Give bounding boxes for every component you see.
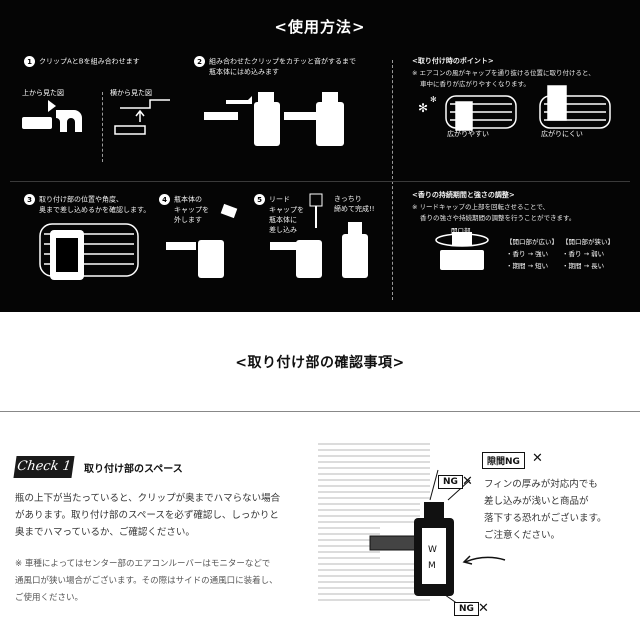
ng-x-icon: ✕ [478,601,489,616]
open-label: 開口部 [451,227,471,235]
step-text: クリップAとBを組み合わせます [39,57,140,66]
ng-bottom-label: NG [454,602,479,616]
bottle-icon [50,230,84,280]
warning-line: 落下する恐れがございます。 [484,513,607,524]
view-top-label: 上から見た図 [22,89,64,97]
svg-text:M: M [428,561,436,571]
clip-top-view-icon [22,100,82,132]
arrow-icon [462,555,506,565]
points-note: 車中に香りが広がりやすくなります。 [420,80,530,88]
vent-good-icon [445,95,517,131]
divider [10,181,630,182]
svg-text:✻: ✻ [430,95,437,104]
step-text: 瓶本体に [269,216,297,224]
step-text: 差し込み [269,226,297,234]
narrow-head: 【開口部が狭い】 [562,238,614,246]
note-line: 通風口が狭い場合がございます。その際はサイドの通風口に装着し、 [15,576,278,586]
good-label: 広がりやすい [447,130,489,138]
warning-line: ご注意ください。 [484,530,561,541]
step-text: 取り付け部の位置や角度、 [39,195,123,204]
warning-line: フィンの厚みが対応内でも [484,479,598,490]
step-text: 締めて完成!! [334,205,375,213]
step-number: 5 [254,194,265,205]
cap-remove-icon [166,203,238,278]
step-2: 2 組み合わせたクリップをカチッと音がするまで 瓶本体にはめ込みます [194,56,356,77]
ng-gap-label: 隙間NG [482,452,525,469]
step-text: 瓶本体にはめ込みます [209,68,279,76]
narrow-row: ・香り → 弱い [562,250,605,258]
description-line: 瓶の上下が当たっていると、クリップが奥までハマらない場合 [15,493,281,504]
ng-label: NG [438,475,463,489]
wide-row: ・期間 → 短い [506,262,549,270]
usage-illustrations: ✻✻ [22,85,611,280]
step-text: 瓶本体の [174,195,202,204]
step-text: 外します [174,216,202,224]
step-3: 3 取り付け部の位置や角度、 奥まで差し込めるかを確認します。 [24,194,150,215]
vent-bad-icon [539,85,611,129]
bad-label: 広がりにくい [541,130,583,138]
step-number: 1 [24,56,35,67]
divider [0,411,640,412]
step-text: リード [269,195,290,204]
step-number: 4 [159,194,170,205]
check-badge: Check 1 [13,456,75,478]
step-text: きっちり [334,195,362,203]
step-5: 5 リード キャップを 瓶本体に 差し込み [254,194,304,235]
description-line: があります。取り付け部のスペースを必ず確認し、しっかりと [15,510,279,521]
step-1: 1 クリップAとBを組み合わせます [24,56,140,67]
check-subtitle: 取り付け部のスペース [84,464,183,475]
duration-note: 香りの強さや持続期間の調整を行うことができます。 [420,214,576,222]
step-text: 組み合わせたクリップをカチッと音がするまで [209,57,356,66]
narrow-column: 【開口部が狭い】 ・香り → 弱い ・期間 → 長い [562,236,614,272]
note-line: ※ 車種によってはセンター部のエアコンルーバーはモニターなどで [15,559,271,569]
ng-x-icon: ✕ [462,474,473,489]
pointer-lines [429,469,471,605]
warning-text: フィンの厚みが対応内でも 差し込みが浅いと商品が 落下する恐れがございます。 ご… [484,476,634,544]
finished-bottle-icon [342,222,368,278]
points-title: <取り付け時のポイント> [412,57,494,65]
reed-cap-icon [270,193,323,278]
svg-text:✻: ✻ [418,101,428,115]
step-text: キャップを [174,206,209,214]
points-note: ※ エアコンの風がキャップを通り抜ける位置に取り付けると、 [412,69,595,77]
vent-louver-icon [318,443,430,601]
check-note: ※ 車種によってはセンター部のエアコンルーバーはモニターなどで 通風口が狭い場合… [15,556,315,607]
duration-note: ※ リードキャップの上部を回転させることで、 [412,203,550,211]
narrow-row: ・期間 → 長い [562,262,605,270]
warning-line: 差し込みが浅いと商品が [484,496,589,507]
step-number: 3 [24,194,35,205]
wide-row: ・香り → 強い [506,250,549,258]
note-line: ご使用ください。 [15,593,84,603]
wide-column: 【開口部が広い】 ・香り → 強い ・期間 → 短い [506,236,558,272]
divider [102,92,103,162]
clip-attach-icon [204,92,344,146]
section2-title: <取り付け部の確認事項> [235,355,405,371]
step-text: 奥まで差し込めるかを確認します。 [39,206,151,214]
usage-title: <使用方法> [274,18,366,36]
step-6: きっちり 締めて完成!! [334,194,375,214]
duration-title: <香りの持続期間と強さの調整> [412,191,515,199]
clip-side-view-icon [114,99,170,135]
step-number: 2 [194,56,205,67]
airflow-icon: ✻✻ [418,95,437,115]
svg-text:W: W [428,545,437,555]
step-text: キャップを [269,206,304,214]
check-description: 瓶の上下が当たっていると、クリップが奥までハマらない場合 があります。取り付け部… [15,490,315,541]
rotating-cap-icon [435,232,489,270]
view-side-label: 横から見た図 [110,89,152,97]
ng-x-icon: ✕ [532,451,543,466]
wide-head: 【開口部が広い】 [506,238,558,246]
step-4: 4 瓶本体の キャップを 外します [159,194,209,225]
mounted-bottle-icon: W M [369,502,454,596]
description-line: 奥までハマっているか、ご確認ください。 [15,527,195,538]
divider [392,60,393,300]
